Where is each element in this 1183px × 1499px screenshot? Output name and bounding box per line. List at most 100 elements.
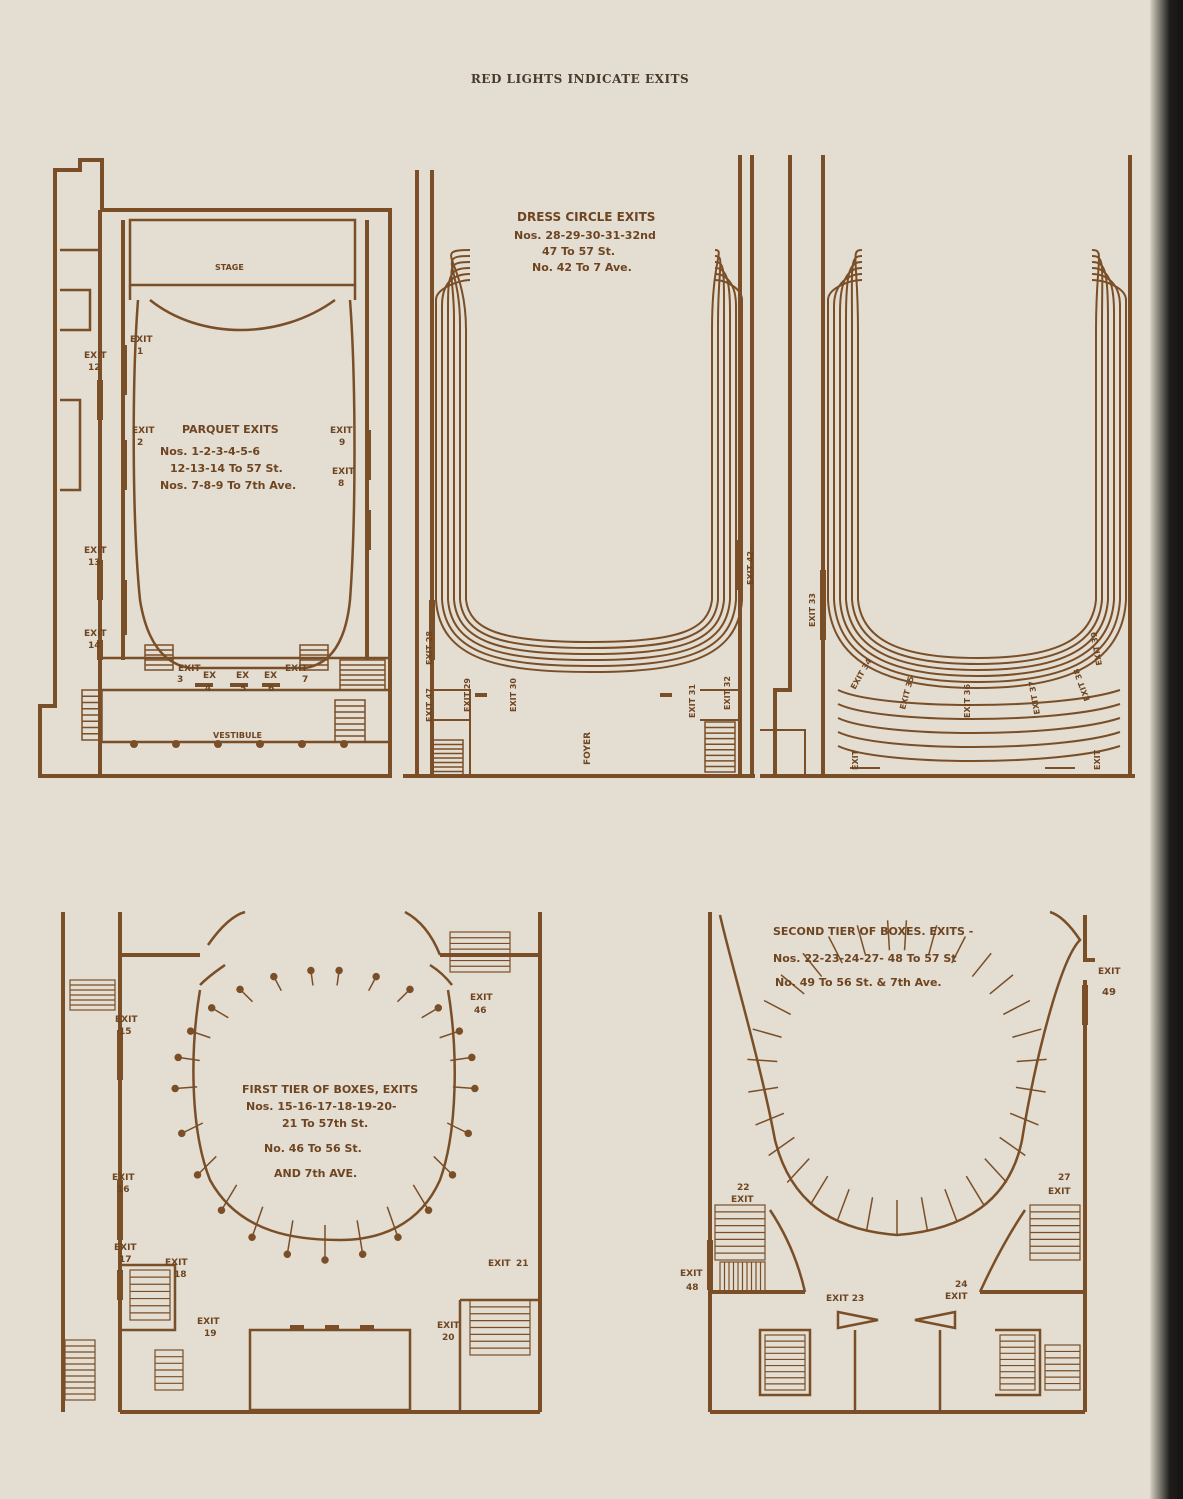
exit-19-label: EXIT [197, 1317, 220, 1327]
box-partition [1009, 1112, 1039, 1126]
box-door [177, 1129, 186, 1138]
exit-15-number: 15 [119, 1027, 132, 1037]
exit-7-label: EXIT [285, 664, 308, 674]
tier2-stair [1044, 1344, 1081, 1391]
seat-row [833, 273, 863, 600]
box-door [358, 1250, 367, 1258]
box-partition [928, 925, 938, 955]
box-partition [286, 1220, 294, 1255]
exit-24-number: 24 [955, 1280, 968, 1290]
exit-21-label: EXIT [488, 1259, 511, 1269]
exit-28-label: EXIT 28 [425, 631, 434, 665]
box-partition [386, 1206, 399, 1238]
box-partition [951, 936, 967, 964]
seat-row [459, 255, 722, 650]
exit-5-label: EX [236, 671, 249, 681]
box-partition [181, 1122, 204, 1135]
exit-4-label: EX [203, 671, 216, 681]
exit-17-label: EXIT [114, 1243, 137, 1253]
box-partition [752, 1028, 782, 1038]
box-partition [999, 1136, 1026, 1157]
parquet-stair [144, 644, 174, 671]
box-partition [886, 920, 891, 951]
box-door [406, 985, 414, 994]
box-door [283, 1250, 292, 1258]
box-door [321, 1256, 329, 1264]
first-tier-line-4: AND 7th AVE. [274, 1167, 357, 1180]
exit-48-label: EXIT [680, 1269, 703, 1279]
box-door [448, 1171, 457, 1179]
box-partition [989, 974, 1014, 995]
box-door [171, 1084, 179, 1093]
box-partition [747, 1058, 778, 1063]
box-partition [780, 974, 805, 995]
stage-label: STAGE [215, 263, 244, 272]
box-row [837, 689, 1121, 706]
box-partition [1015, 1086, 1046, 1093]
box-partition [356, 1220, 364, 1255]
exit-8-label: EXIT [332, 467, 355, 477]
exit-37-label: EXIT 37 [1027, 680, 1042, 715]
second-tier-line-1: Nos. 22-23-24-27- 48 To 57 St [773, 952, 957, 965]
dress-circle-line-2: 47 To 57 St. [542, 245, 615, 258]
box-row [837, 717, 1121, 734]
exit-30-label: EXIT 30 [509, 678, 518, 712]
exit-right-label: EXIT [1093, 749, 1102, 770]
parquet-line-3: Nos. 7-8-9 To 7th Ave. [160, 479, 296, 492]
parquet-plan: STAGE VESTIBULE PARQUET EXITS Nos. 1-2-3… [38, 158, 736, 778]
second-tier-heading: SECOND TIER OF BOXES. EXITS - [773, 925, 973, 938]
first-tier-line-1: Nos. 15-16-17-18-19-20- [246, 1100, 397, 1113]
box-partition [920, 1197, 929, 1232]
seat-row [447, 267, 731, 662]
box-partition [971, 952, 992, 978]
page-edge-shadow [1150, 0, 1183, 1499]
seat-row [447, 267, 471, 600]
box-row [837, 703, 1121, 720]
box-partition [836, 1188, 850, 1222]
box-door [464, 1129, 473, 1138]
second-tier-line-2: No. 49 To 56 St. & 7th Ave. [775, 976, 942, 989]
box-partition [944, 1188, 958, 1222]
parquet-heading: PARQUET EXITS [182, 423, 279, 436]
seat-row [435, 279, 743, 674]
seat-row [450, 249, 471, 600]
tier1-stair [449, 931, 511, 973]
box-door [434, 1004, 443, 1012]
box-partition [802, 952, 823, 978]
box-door [471, 1084, 479, 1093]
box-door [270, 972, 278, 981]
box-partition [984, 1158, 1008, 1183]
foyer-label: FOYER [583, 732, 593, 765]
exit-6-label: EX [264, 671, 277, 681]
box-partition [763, 999, 792, 1016]
exit-13-label: EXIT [84, 546, 107, 556]
seat-row [851, 255, 1104, 666]
exit-14-number: 14 [88, 641, 101, 651]
exit-38-label: EXIT 38 [1072, 667, 1092, 702]
exit-32-label: EXIT 32 [723, 676, 732, 710]
box-door [307, 966, 315, 975]
box-door [186, 1027, 195, 1035]
exit-16-number: 16 [117, 1185, 130, 1195]
first-tier-heading: FIRST TIER OF BOXES, EXITS [242, 1083, 418, 1096]
seat-row [839, 267, 1115, 678]
exit-46-number: 46 [474, 1006, 487, 1016]
seat-row [450, 261, 471, 600]
exit-29-label: EXIT 29 [463, 678, 472, 712]
box-partition [965, 1175, 985, 1206]
box-door [424, 1206, 433, 1214]
exit-24-label: EXIT [945, 1292, 968, 1302]
tier2-stair [764, 1334, 806, 1391]
box-door [455, 1027, 464, 1035]
dress-circle-plan: DRESS CIRCLE EXITS Nos. 28-29-30-31-32nd… [403, 155, 1135, 778]
box-row [837, 731, 1121, 748]
box-partition [755, 1112, 785, 1126]
exit-16-label: EXIT [112, 1173, 135, 1183]
exit-1-number: 1 [137, 347, 143, 357]
exit-31-label: EXIT 31 [688, 684, 697, 718]
box-row [837, 745, 1121, 762]
exit-5-number: 5 [240, 684, 246, 694]
exit-20-label: EXIT [437, 1321, 460, 1331]
exit-42-label: EXIT 42 [746, 551, 755, 585]
